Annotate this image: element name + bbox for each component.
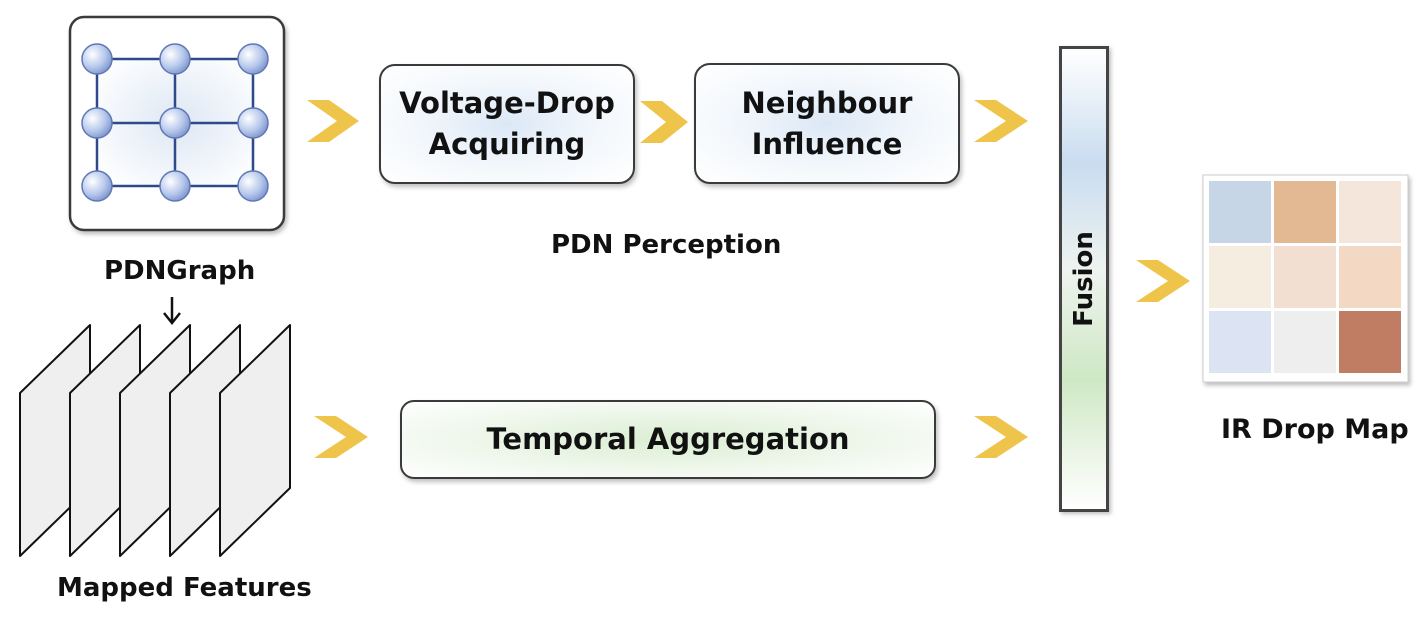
pdn-node-1-1 [159,107,191,139]
ir-cell-1-0 [1209,246,1271,308]
pdn-perception-label: PDN Perception [551,230,782,260]
pdn-node-1-2 [237,107,269,139]
chevron-arrow-4 [974,416,1028,458]
ir-cell-0-2 [1339,181,1401,243]
ir-cell-2-0 [1209,311,1271,373]
pdn-graph-label: PDNGraph [104,256,256,286]
pdn-node-0-1 [159,43,191,75]
ir-cell-0-0 [1209,181,1271,243]
voltage-drop-acquiring-box: Voltage-Drop Acquiring [379,64,635,184]
voltage-drop-line1: Voltage-Drop [399,86,615,121]
ir-drop-map-label: IR Drop Map [1221,414,1409,445]
ir-drop-map-cells [1209,181,1401,373]
pdn-graph-box [68,15,286,232]
chevron-arrow-0 [307,100,359,142]
fusion-label: Fusion [1069,231,1099,327]
neighbour-line1: Neighbour [741,85,913,120]
down-arrow [163,297,181,326]
chevron-arrows [307,100,1190,458]
ir-cell-1-1 [1274,246,1336,308]
mapped-features-label: Mapped Features [57,573,312,603]
pdn-node-0-0 [81,43,113,75]
ir-cell-0-1 [1274,181,1336,243]
chevron-arrow-2 [974,100,1028,142]
pdn-node-2-1 [159,170,191,202]
temporal-aggregation-label: Temporal Aggregation [486,422,850,457]
chevron-arrow-3 [314,416,368,458]
pdn-graph-nodes [81,43,269,202]
mapped-features-stack [19,324,291,557]
fusion-bar: Fusion [1059,46,1109,512]
pdn-node-2-2 [237,170,269,202]
neighbour-influence-box: Neighbour Influence [694,63,960,184]
voltage-drop-line2: Acquiring [428,127,586,161]
neighbour-line2: Influence [751,126,903,161]
ir-cell-2-2 [1339,311,1401,373]
ir-cell-1-2 [1339,246,1401,308]
feature-plane-4 [219,324,291,557]
pdn-node-0-2 [237,43,269,75]
pdn-node-2-0 [81,170,113,202]
ir-drop-map [1202,174,1409,383]
pdn-node-1-0 [81,107,113,139]
temporal-aggregation-box: Temporal Aggregation [400,400,936,479]
chevron-arrow-1 [640,101,688,143]
chevron-arrow-5 [1136,260,1190,302]
ir-cell-2-1 [1274,311,1336,373]
